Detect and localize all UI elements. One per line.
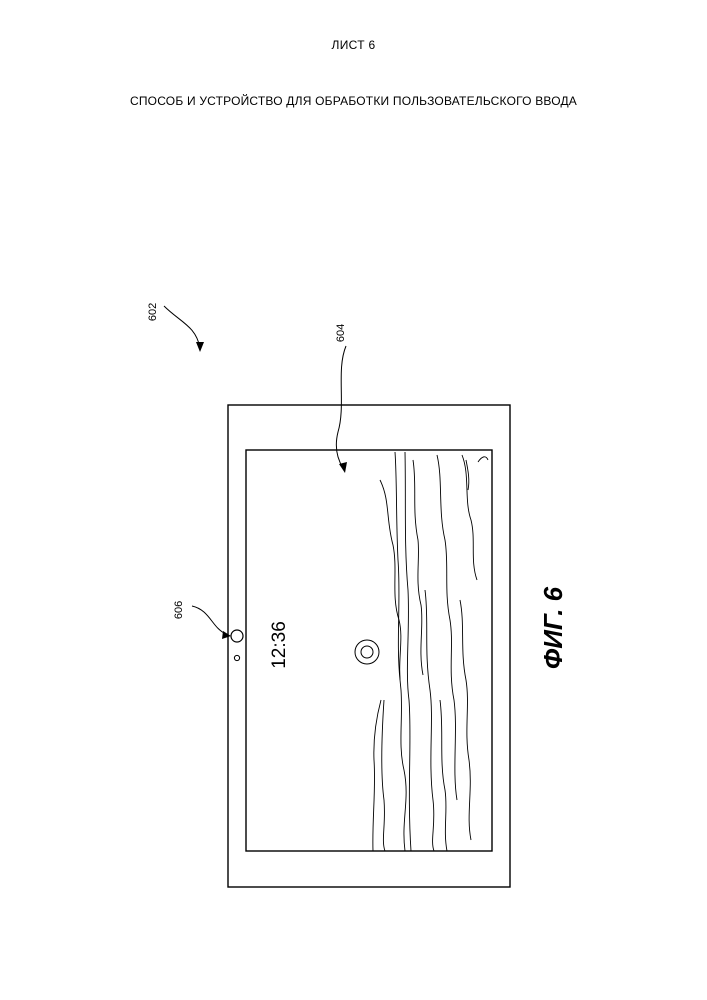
figure-caption: ФИГ. 6 [538, 586, 568, 669]
ref-606-leader [192, 606, 226, 634]
ref-606-arrow [222, 631, 231, 639]
wallpaper-landscape-sketch [373, 452, 488, 851]
sensor-dot [234, 655, 239, 660]
unlock-ring-icon [355, 640, 379, 664]
clock-text: 12:36 [269, 621, 290, 669]
ref-602-arrow [196, 342, 204, 352]
ref-604-label: 604 [335, 324, 347, 342]
ref-602-label: 602 [147, 303, 159, 321]
ref-602-leader [164, 306, 200, 348]
camera-lens [231, 630, 243, 642]
ref-606-label: 606 [173, 601, 185, 619]
